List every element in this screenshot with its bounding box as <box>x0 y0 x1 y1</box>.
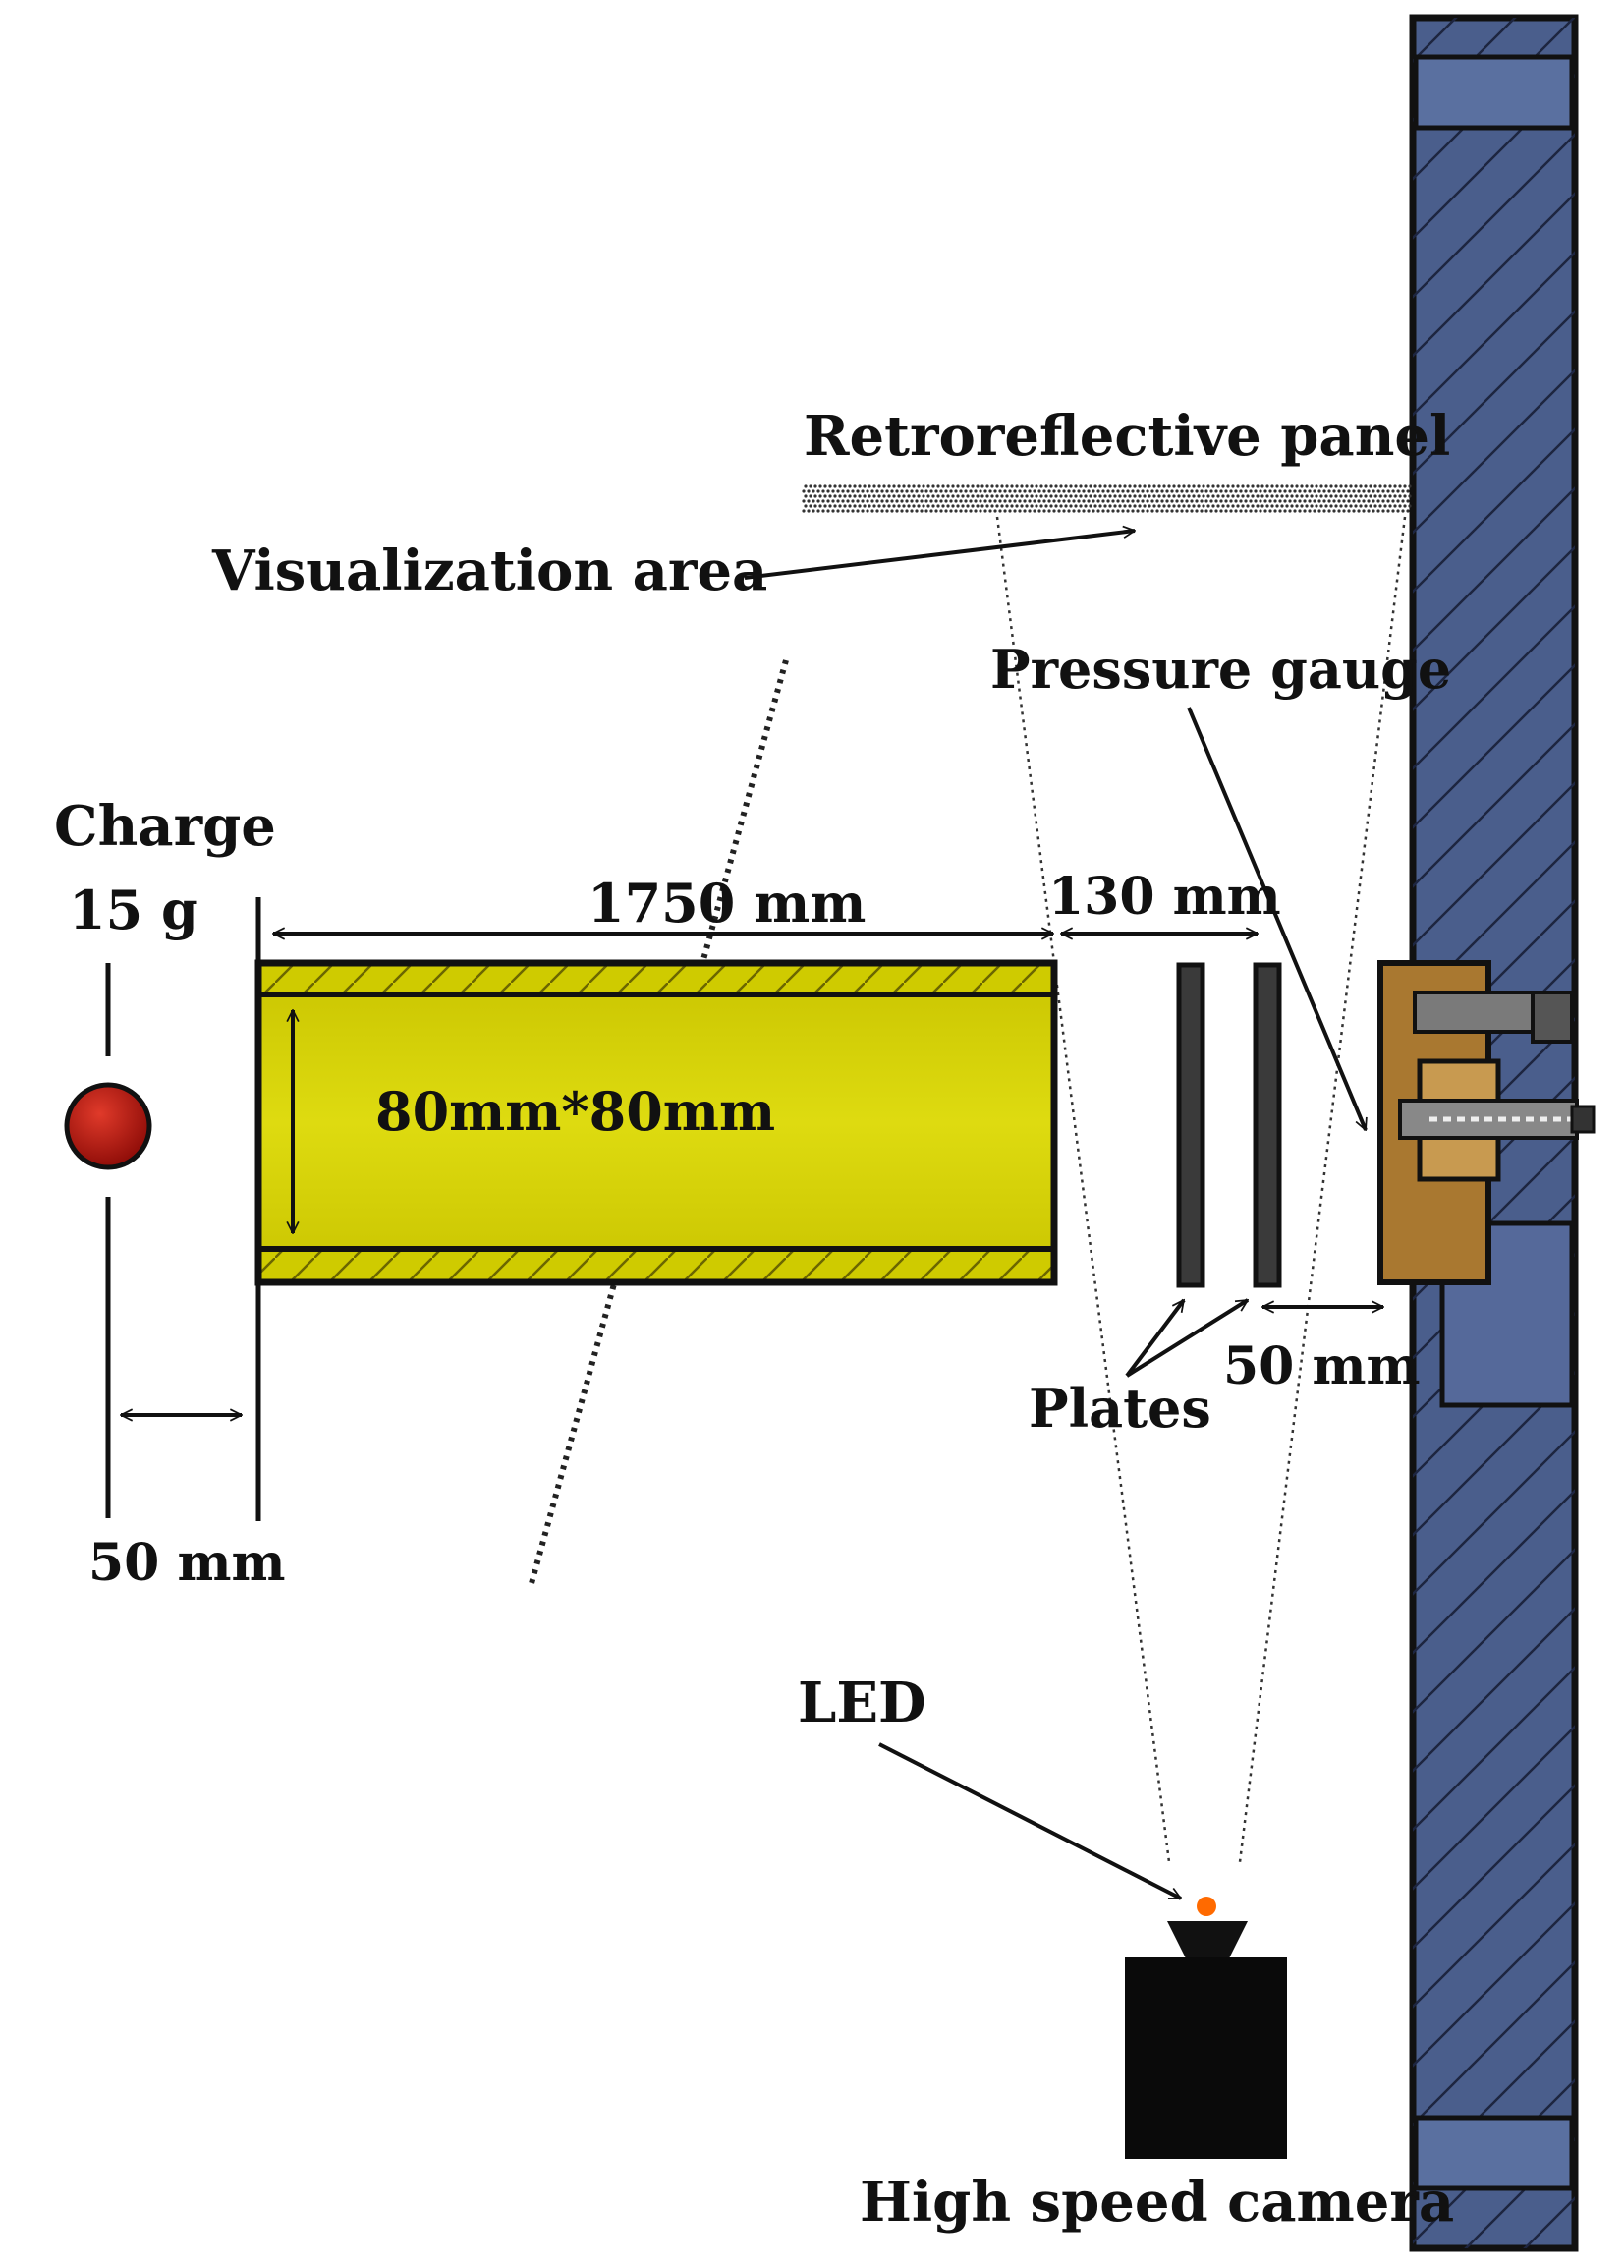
led-label: LED <box>798 1671 926 1735</box>
plates <box>1176 962 1282 1288</box>
plate <box>1253 962 1282 1288</box>
plate-gap-label: 130 mm <box>1048 867 1281 927</box>
retroreflective-panel <box>802 484 1412 513</box>
schlieren-field-boundary <box>528 659 789 1588</box>
camera-label: High speed camera <box>860 2170 1454 2235</box>
charge-mass-label: 15 g <box>69 879 198 941</box>
pressure-gauge-label: Pressure gauge <box>990 638 1451 701</box>
charge-label: Charge <box>54 794 276 859</box>
visualization-area-label: Visualization area <box>211 539 767 603</box>
plate <box>1176 962 1205 1288</box>
led <box>1197 1897 1216 1916</box>
visualization-cone <box>995 516 1407 1863</box>
tube-length-label: 1750 mm <box>588 872 866 935</box>
tube-section-label: 80mm*80mm <box>375 1080 775 1143</box>
high-speed-camera <box>1125 1897 1287 2159</box>
standoff-label: 50 mm <box>88 1533 286 1593</box>
gauge-gap-label: 50 mm <box>1223 1336 1421 1396</box>
dimension-arrows <box>121 531 1383 1900</box>
shock-tube <box>254 959 1058 1286</box>
pressure-gauge-mount <box>1377 960 1596 1285</box>
charge <box>64 963 152 1518</box>
retroreflective-panel-label: Retroreflective panel <box>804 404 1450 469</box>
plates-label: Plates <box>1029 1377 1211 1440</box>
